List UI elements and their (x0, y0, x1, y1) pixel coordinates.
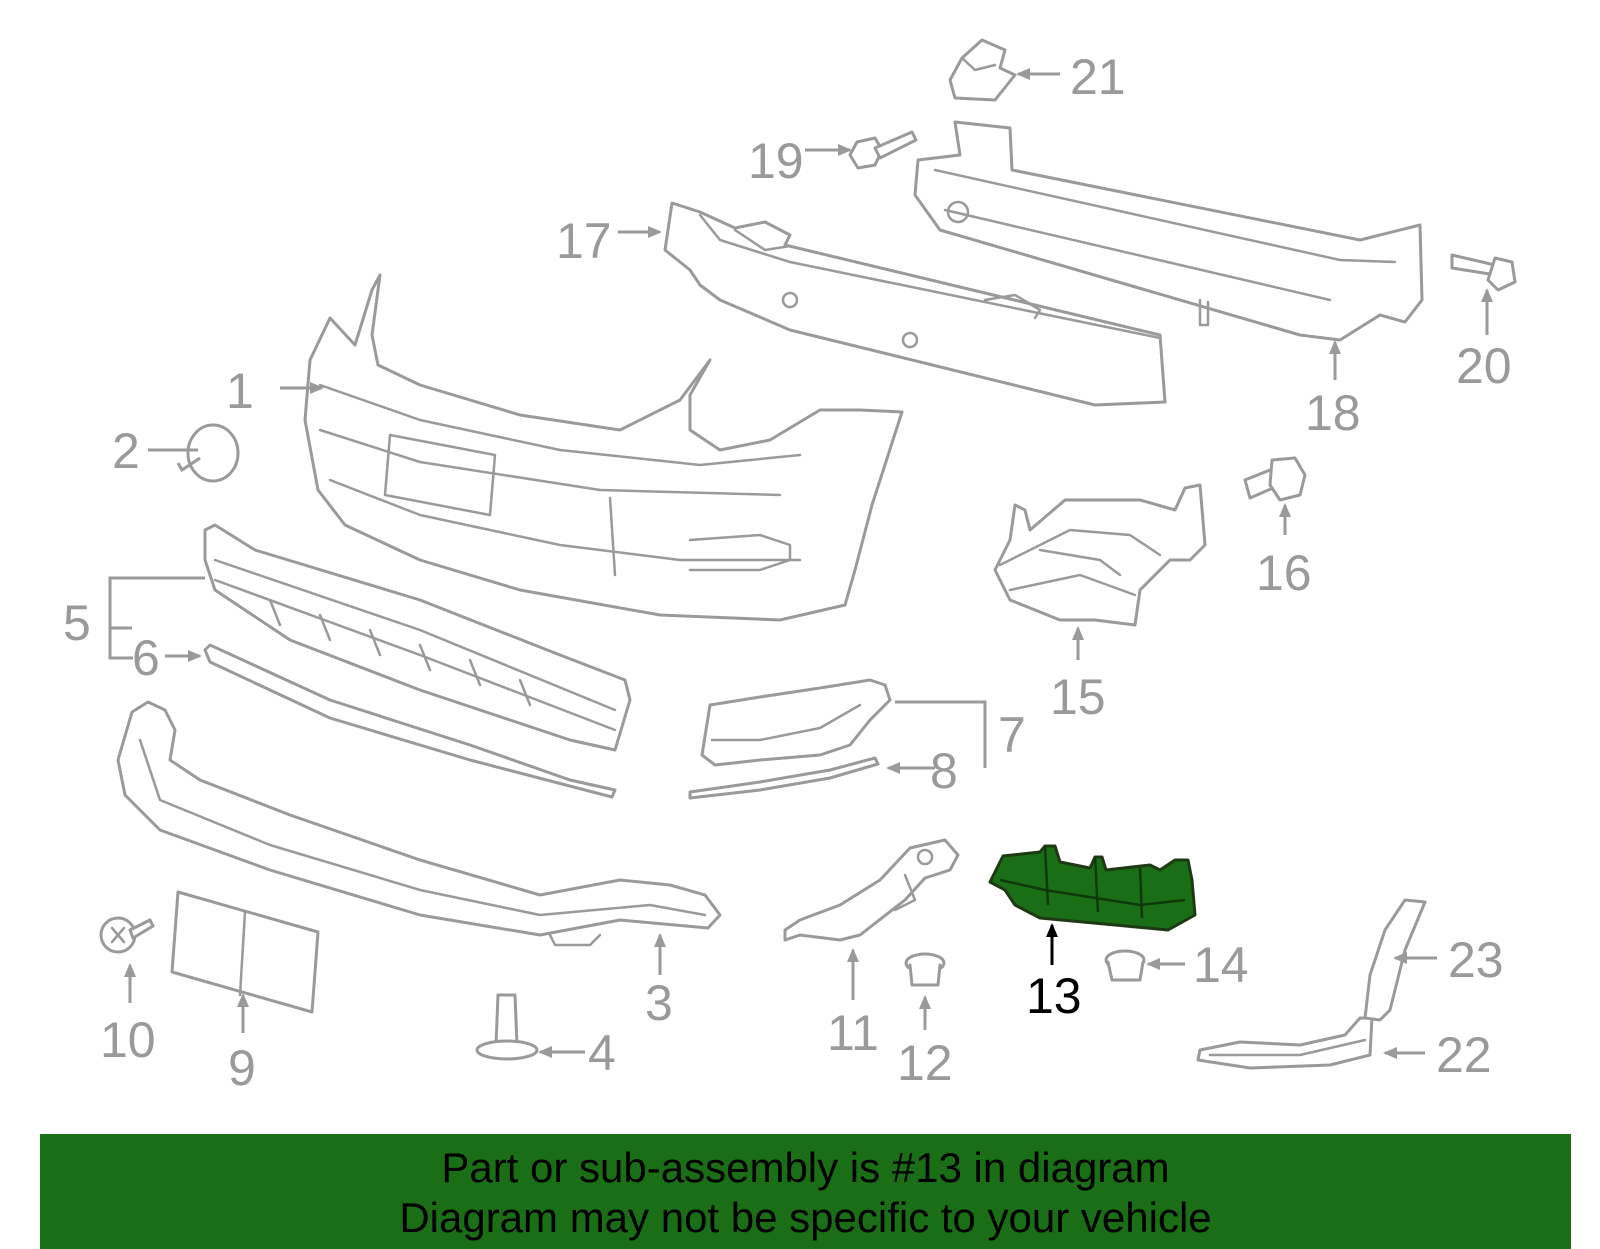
callout-20: 20 (1456, 338, 1512, 394)
callout-11: 11 (827, 1005, 879, 1061)
callout-9: 9 (228, 1040, 256, 1096)
part-13-guide-bracket[interactable] (988, 844, 1197, 932)
callout-13: 13 (1026, 968, 1082, 1024)
info-banner: Part or sub-assembly is #13 in diagram D… (40, 1134, 1571, 1249)
callout-1: 1 (226, 363, 254, 419)
part-9-license-bracket[interactable] (170, 890, 320, 1014)
banner-line-disclaimer: Diagram may not be specific to your vehi… (399, 1194, 1212, 1241)
part-23-side-trim[interactable] (1363, 898, 1427, 1022)
callout-5: 5 (63, 595, 91, 651)
part-20-bolt[interactable] (1450, 253, 1517, 292)
part-17-absorber[interactable] (663, 201, 1167, 407)
banner-line-part: Part or sub-assembly is #13 in diagram (441, 1144, 1170, 1191)
part-22-lower-trim[interactable] (1196, 1016, 1374, 1070)
part-4-screw[interactable] (475, 993, 539, 1061)
callout-6: 6 (132, 630, 160, 686)
callout-22: 22 (1436, 1027, 1492, 1083)
part-3-spoiler[interactable] (116, 700, 722, 947)
part-18-impact-bar[interactable] (913, 120, 1424, 342)
part-10-clip[interactable] (99, 916, 155, 954)
callout-8: 8 (930, 743, 958, 799)
callout-21: 21 (1070, 49, 1126, 105)
part-6-strip[interactable] (203, 643, 617, 799)
part-11-bracket[interactable] (783, 838, 960, 942)
part-2-cap[interactable] (186, 423, 240, 483)
part-15-deflector[interactable] (993, 483, 1207, 627)
callout-17: 17 (556, 213, 612, 269)
callout-19: 19 (748, 133, 804, 189)
callout-18: 18 (1305, 385, 1361, 441)
part-5-grille[interactable] (203, 523, 632, 752)
part-14-nut[interactable] (1104, 949, 1146, 982)
part-16-bolt[interactable] (1243, 456, 1307, 502)
callout-4: 4 (588, 1025, 616, 1081)
callout-23: 23 (1448, 932, 1504, 988)
callout-2: 2 (112, 423, 140, 479)
part-1-bumper-cover[interactable] (303, 273, 904, 622)
callout-7: 7 (998, 707, 1026, 763)
callout-labels: 21 19 17 20 18 1 2 16 15 5 6 7 8 3 4 9 1… (63, 49, 1512, 1096)
callout-14: 14 (1193, 937, 1249, 993)
callout-10: 10 (100, 1012, 156, 1068)
part-7-trim[interactable] (700, 678, 892, 767)
part-21-bracket[interactable] (948, 38, 1017, 102)
callout-16: 16 (1256, 545, 1312, 601)
callout-15: 15 (1050, 669, 1106, 725)
part-12-nut[interactable] (904, 952, 946, 987)
part-19-bolt[interactable] (848, 130, 918, 170)
callout-3: 3 (645, 975, 673, 1031)
part-8-trim-strip[interactable] (688, 756, 880, 800)
leader-lines (108, 68, 1493, 1059)
callout-12: 12 (897, 1035, 953, 1091)
